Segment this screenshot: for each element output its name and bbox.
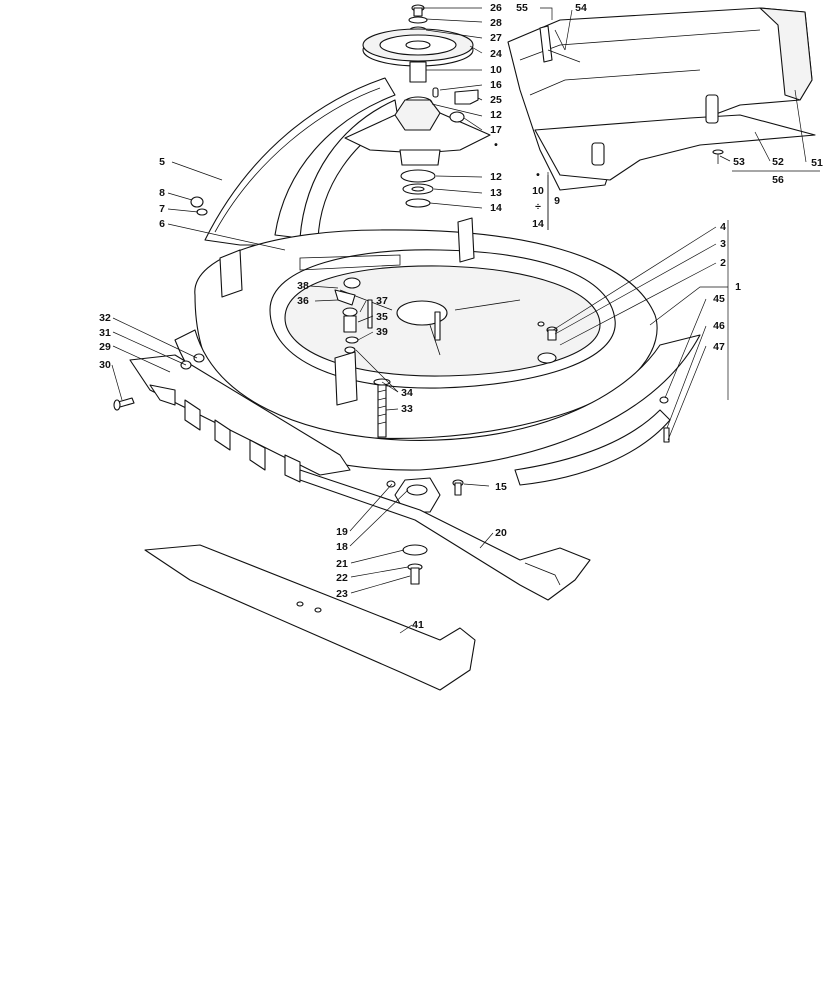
callout-36: 36 xyxy=(297,295,309,307)
callout-30: 30 xyxy=(99,359,111,371)
callout-41: 41 xyxy=(412,619,424,631)
callout-6: 6 xyxy=(159,218,165,230)
pulley-assembly xyxy=(344,4,491,208)
callout-2: 2 xyxy=(720,257,726,269)
callout-32: 32 xyxy=(99,312,111,324)
callout-20: 20 xyxy=(495,527,507,539)
callout-27: 27 xyxy=(490,32,502,44)
callout-47: 47 xyxy=(713,341,725,353)
callout-39: 39 xyxy=(376,326,388,338)
callout-31: 31 xyxy=(99,327,111,339)
belt-guard xyxy=(204,77,399,246)
callout-22: 22 xyxy=(336,572,348,584)
blade-41 xyxy=(144,544,476,691)
callout-3: 3 xyxy=(720,238,726,250)
callout-26: 26 xyxy=(490,2,502,14)
callout-45: 45 xyxy=(713,293,725,305)
callout-56: 56 xyxy=(772,174,784,186)
callout-18: 18 xyxy=(336,541,348,553)
callout-17: 17 xyxy=(490,124,502,136)
callout-19: 19 xyxy=(336,526,348,538)
legend-range-sep: ÷ xyxy=(535,201,541,213)
callout-15: 15 xyxy=(495,481,507,493)
blade-washer-21-22-23 xyxy=(402,544,428,585)
callout-24: 24 xyxy=(490,48,502,60)
deck-hardware xyxy=(334,277,558,438)
callout-53: 53 xyxy=(733,156,745,168)
side-guard xyxy=(129,353,351,483)
callout-16: 16 xyxy=(490,79,502,91)
legend-bullet: • xyxy=(536,169,540,181)
callout-37: 37 xyxy=(376,295,388,307)
callout-10: 10 xyxy=(490,64,502,76)
callout-29: 29 xyxy=(99,341,111,353)
legend-group: 9 xyxy=(554,195,560,207)
callout-25: 25 xyxy=(490,94,502,106)
legend-range-from: 10 xyxy=(532,185,544,197)
callout-46: 46 xyxy=(713,320,725,332)
kit-legend: • • 10 ÷ 14 9 xyxy=(494,139,560,230)
chute-bolt-53 xyxy=(712,149,724,164)
callout-23: 23 xyxy=(336,588,348,600)
callout-33: 33 xyxy=(401,403,413,415)
callout-14: 14 xyxy=(490,202,502,214)
callout-55: 55 xyxy=(516,2,528,14)
callout-21: 21 xyxy=(336,558,348,570)
legend-range-to: 14 xyxy=(532,218,544,230)
callout-28: 28 xyxy=(490,17,502,29)
callout-52: 52 xyxy=(772,156,784,168)
callout-35: 35 xyxy=(376,311,388,323)
callout-38: 38 xyxy=(297,280,309,292)
blade-20 xyxy=(299,469,591,601)
discharge-chute xyxy=(507,7,816,191)
callout-1: 1 xyxy=(735,281,741,293)
callout-12-top: 12 xyxy=(490,109,502,121)
blade-hub xyxy=(386,477,464,513)
leader-lines xyxy=(111,7,807,634)
callout-51: 51 xyxy=(811,157,823,169)
callout-12-bottom: 12 xyxy=(490,171,502,183)
legend-bullet-marker: • xyxy=(494,139,498,151)
screw-30 xyxy=(113,397,135,411)
callout-7: 7 xyxy=(159,203,165,215)
callout-13: 13 xyxy=(490,187,502,199)
callout-8: 8 xyxy=(159,187,165,199)
spacer-8-7 xyxy=(190,196,208,216)
callout-4: 4 xyxy=(720,221,726,233)
callout-54: 54 xyxy=(575,2,587,14)
callout-34: 34 xyxy=(401,387,413,399)
callout-5: 5 xyxy=(159,156,165,168)
callout-labels: 26 28 27 24 10 16 25 12 17 12 13 14 55 5… xyxy=(99,2,823,631)
